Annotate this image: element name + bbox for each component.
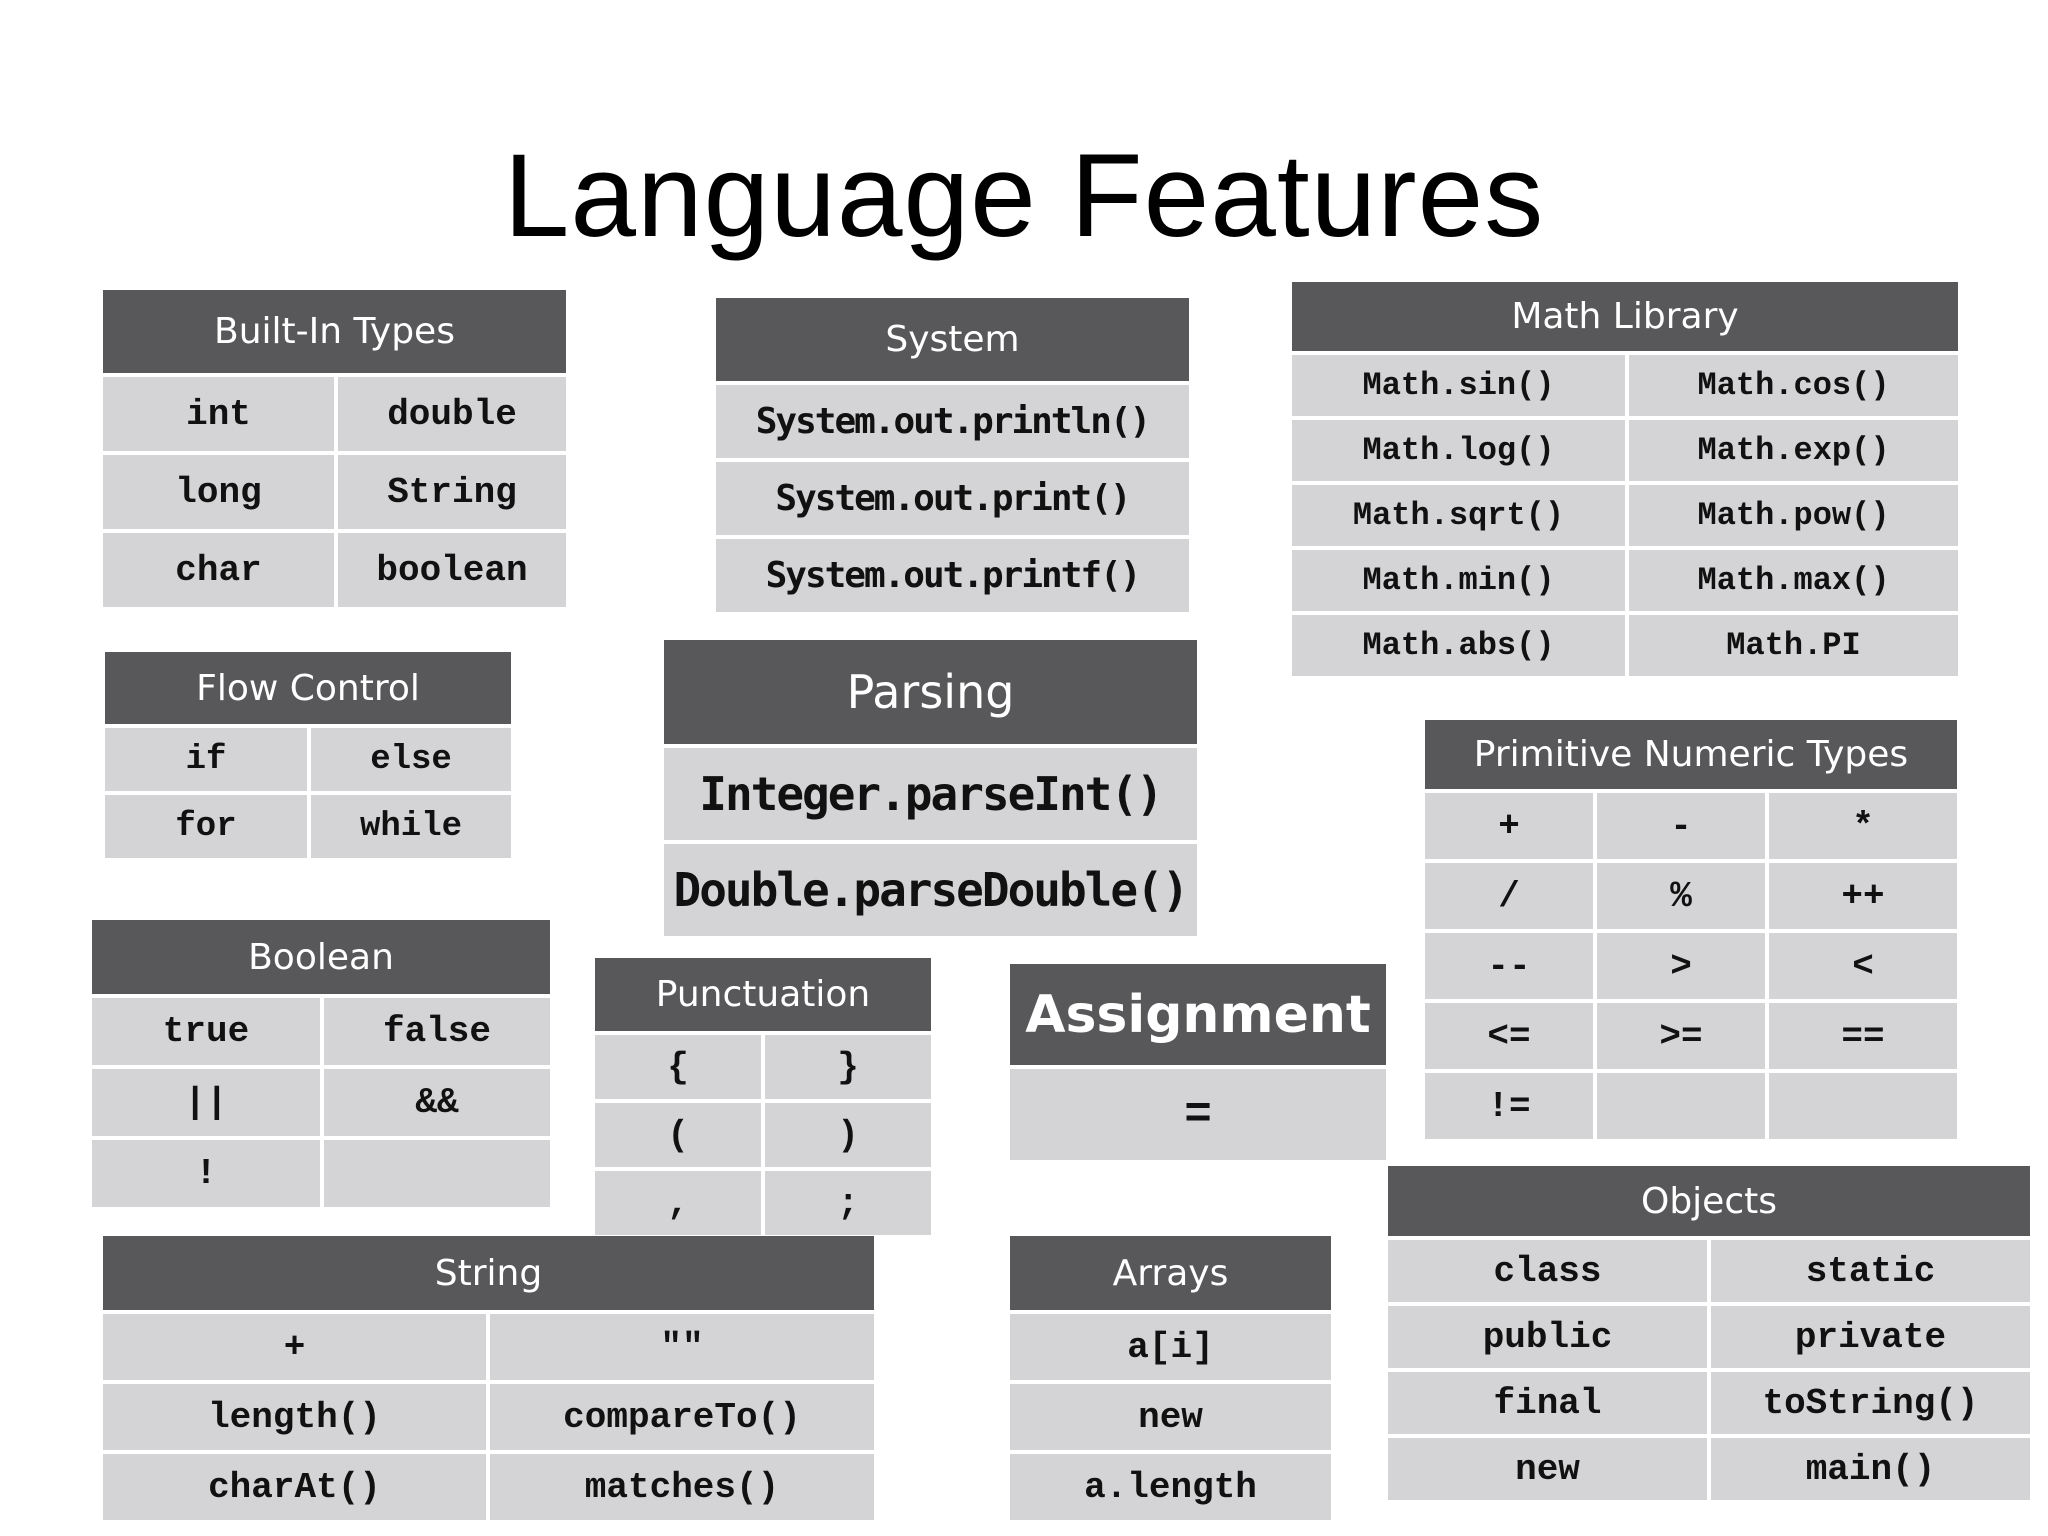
- table-cell: else: [311, 728, 511, 791]
- table-cell: Math.max(): [1629, 550, 1958, 611]
- table-heading: Arrays: [1010, 1236, 1331, 1310]
- table-cell: Math.cos(): [1629, 355, 1958, 416]
- table-heading: Math Library: [1292, 282, 1958, 351]
- table-cell: [324, 1140, 550, 1207]
- table-cell: System.out.println(): [716, 385, 1189, 458]
- punctuation-table: Punctuation { } ( ) , ;: [595, 958, 931, 1235]
- table-cell: ,: [595, 1171, 761, 1235]
- table-cell: Math.log(): [1292, 420, 1625, 481]
- table-cell: true: [92, 998, 320, 1065]
- flow-control-table: Flow Control if else for while: [105, 652, 511, 858]
- assignment-table: Assignment =: [1010, 964, 1386, 1160]
- table-cell: a[i]: [1010, 1314, 1331, 1380]
- table-cell: a.length: [1010, 1454, 1331, 1520]
- page-title: Language Features: [503, 130, 1545, 262]
- table-cell: String: [338, 455, 566, 529]
- table-cell: char: [103, 533, 334, 607]
- table-cell: matches(): [490, 1454, 874, 1520]
- table-cell: "": [490, 1314, 874, 1380]
- table-cell: !: [92, 1140, 320, 1207]
- table-cell: compareTo(): [490, 1384, 874, 1450]
- table-cell: if: [105, 728, 307, 791]
- table-cell: +: [1425, 793, 1593, 859]
- table-cell: class: [1388, 1240, 1707, 1302]
- table-cell: <: [1769, 933, 1957, 999]
- table-cell: new: [1010, 1384, 1331, 1450]
- table-cell: -: [1597, 793, 1765, 859]
- table-cell: ||: [92, 1069, 320, 1136]
- table-cell: charAt(): [103, 1454, 486, 1520]
- table-cell: toString(): [1711, 1372, 2030, 1434]
- table-cell: Math.sin(): [1292, 355, 1625, 416]
- table-cell: (: [595, 1103, 761, 1167]
- parsing-table: Parsing Integer.parseInt() Double.parseD…: [664, 640, 1197, 936]
- table-heading: Parsing: [664, 640, 1197, 744]
- table-heading: String: [103, 1236, 874, 1310]
- table-cell: >: [1597, 933, 1765, 999]
- table-cell: public: [1388, 1306, 1707, 1368]
- table-cell: %: [1597, 863, 1765, 929]
- table-heading: Flow Control: [105, 652, 511, 724]
- table-cell: ==: [1769, 1003, 1957, 1069]
- system-table: System System.out.println() System.out.p…: [716, 298, 1189, 612]
- table-cell: ): [765, 1103, 931, 1167]
- table-cell: while: [311, 795, 511, 858]
- table-cell: System.out.print(): [716, 462, 1189, 535]
- table-cell: int: [103, 377, 334, 451]
- table-heading: Primitive Numeric Types: [1425, 720, 1957, 789]
- table-cell: final: [1388, 1372, 1707, 1434]
- table-cell: main(): [1711, 1438, 2030, 1500]
- table-cell: ;: [765, 1171, 931, 1235]
- table-cell: Math.PI: [1629, 615, 1958, 676]
- table-cell: Math.exp(): [1629, 420, 1958, 481]
- table-cell: /: [1425, 863, 1593, 929]
- table-heading: Assignment: [1010, 964, 1386, 1065]
- table-cell: ++: [1769, 863, 1957, 929]
- table-heading: Punctuation: [595, 958, 931, 1031]
- table-heading: Boolean: [92, 920, 550, 994]
- table-cell: {: [595, 1035, 761, 1099]
- table-cell: double: [338, 377, 566, 451]
- table-cell: !=: [1425, 1073, 1593, 1139]
- table-cell: --: [1425, 933, 1593, 999]
- table-cell: =: [1010, 1069, 1386, 1160]
- table-cell: [1769, 1073, 1957, 1139]
- table-heading: Built-In Types: [103, 290, 566, 373]
- primitive-numeric-types-table: Primitive Numeric Types + - * / % ++ -- …: [1425, 720, 1957, 1139]
- table-cell: Math.pow(): [1629, 485, 1958, 546]
- table-cell: Math.sqrt(): [1292, 485, 1625, 546]
- boolean-table: Boolean true false || && !: [92, 920, 550, 1207]
- built-in-types-table: Built-In Types int double long String ch…: [103, 290, 566, 607]
- objects-table: Objects class static public private fina…: [1388, 1166, 2030, 1500]
- table-cell: <=: [1425, 1003, 1593, 1069]
- table-cell: Double.parseDouble(): [664, 844, 1197, 936]
- table-cell: private: [1711, 1306, 2030, 1368]
- table-heading: Objects: [1388, 1166, 2030, 1236]
- string-table: String + "" length() compareTo() charAt(…: [103, 1236, 874, 1520]
- table-cell: *: [1769, 793, 1957, 859]
- table-cell: new: [1388, 1438, 1707, 1500]
- table-cell: System.out.printf(): [716, 539, 1189, 612]
- arrays-table: Arrays a[i] new a.length: [1010, 1236, 1331, 1520]
- table-cell: for: [105, 795, 307, 858]
- table-cell: boolean: [338, 533, 566, 607]
- table-cell: }: [765, 1035, 931, 1099]
- table-cell: static: [1711, 1240, 2030, 1302]
- math-library-table: Math Library Math.sin() Math.cos() Math.…: [1292, 282, 1958, 676]
- table-cell: Math.abs(): [1292, 615, 1625, 676]
- table-cell: +: [103, 1314, 486, 1380]
- table-heading: System: [716, 298, 1189, 381]
- table-cell: [1597, 1073, 1765, 1139]
- table-cell: long: [103, 455, 334, 529]
- table-cell: &&: [324, 1069, 550, 1136]
- table-cell: Math.min(): [1292, 550, 1625, 611]
- table-cell: length(): [103, 1384, 486, 1450]
- table-cell: >=: [1597, 1003, 1765, 1069]
- table-cell: Integer.parseInt(): [664, 748, 1197, 840]
- table-cell: false: [324, 998, 550, 1065]
